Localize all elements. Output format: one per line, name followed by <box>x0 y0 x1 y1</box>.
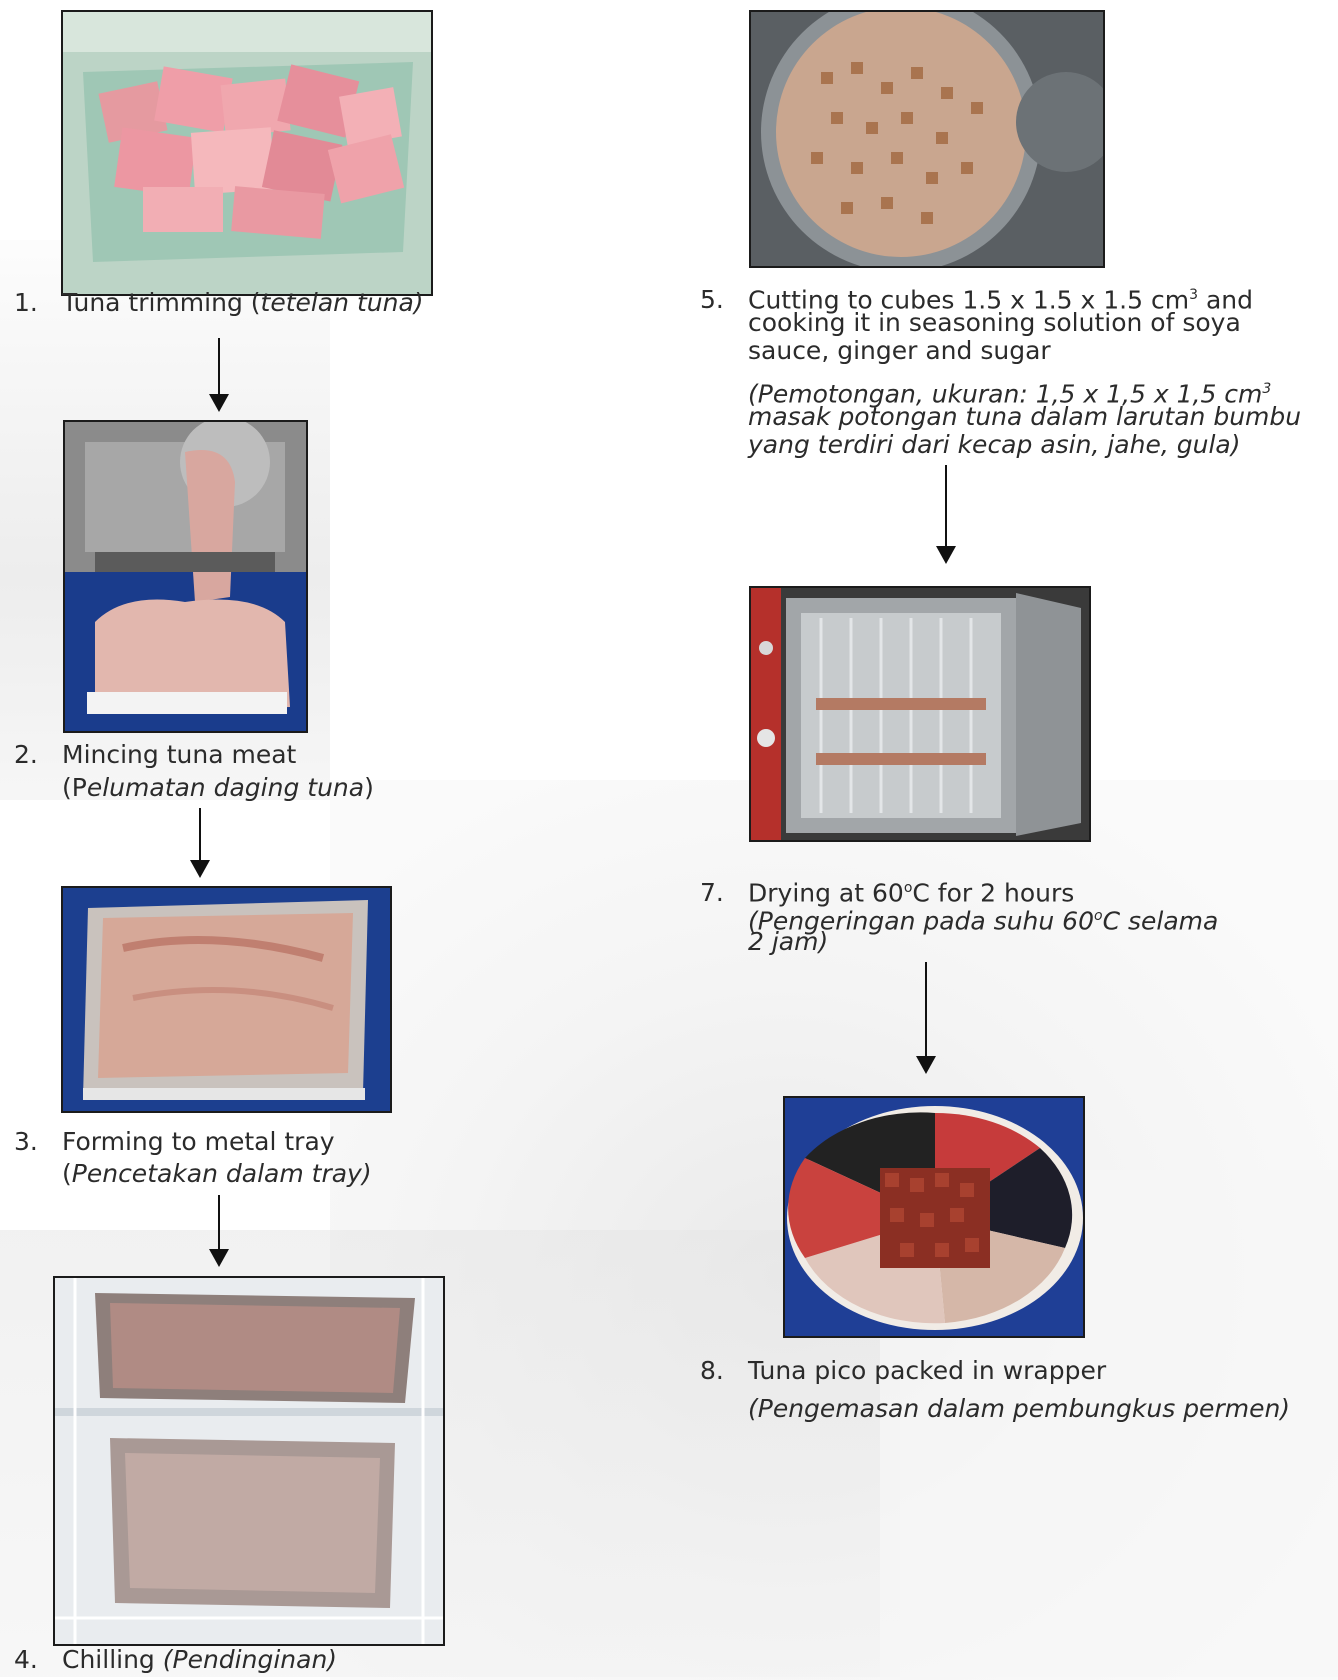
flow-arrow-1-2 <box>218 338 220 410</box>
flow-arrow-3-4 <box>218 1195 220 1265</box>
step-number: 3. <box>14 1128 62 1156</box>
photo-forming-tray <box>61 886 392 1113</box>
step-number: 8. <box>700 1357 748 1385</box>
step-3-label: 3.Forming to metal tray <box>14 1128 335 1156</box>
flow-arrow-7-8 <box>925 962 927 1072</box>
flow-arrow-5-7 <box>945 465 947 562</box>
photo-cooking-cubes <box>749 10 1105 268</box>
step-7-translation-line2: 2 jam) <box>700 928 828 956</box>
step-5-text-line2: cooking it in seasoning solution of soya <box>700 309 1241 337</box>
step-5-translation-line3: yang terdiri dari kecap asin, jahe, gula… <box>700 431 1240 459</box>
step-4-label: 4.Chilling (Pendinginan) <box>14 1646 337 1674</box>
step-2-translation: (Pelumatan daging tuna) <box>14 774 374 802</box>
step-2-label: 2.Mincing tuna meat <box>14 741 296 769</box>
photo-tuna-trimming <box>61 10 433 296</box>
step-5-text-line3: sauce, ginger and sugar <box>700 337 1051 365</box>
photo-drying-oven <box>749 586 1091 842</box>
photo-packed-candies <box>783 1096 1085 1338</box>
photo-chilling <box>53 1276 445 1646</box>
step-number: 1. <box>14 289 62 317</box>
step-3-translation: (Pencetakan dalam tray) <box>14 1160 372 1188</box>
flow-arrow-2-3 <box>199 808 201 876</box>
step-5-translation-line2: masak potongan tuna dalam larutan bumbu <box>700 403 1301 431</box>
step-number: 4. <box>14 1646 62 1674</box>
step-8-translation: (Pengemasan dalam pembungkus permen) <box>700 1395 1290 1423</box>
step-1-label: 1.Tuna trimming (tetelan tuna) <box>14 289 424 317</box>
photo-mincing <box>63 420 308 733</box>
step-number: 2. <box>14 741 62 769</box>
step-8-label: 8.Tuna pico packed in wrapper <box>700 1357 1106 1385</box>
